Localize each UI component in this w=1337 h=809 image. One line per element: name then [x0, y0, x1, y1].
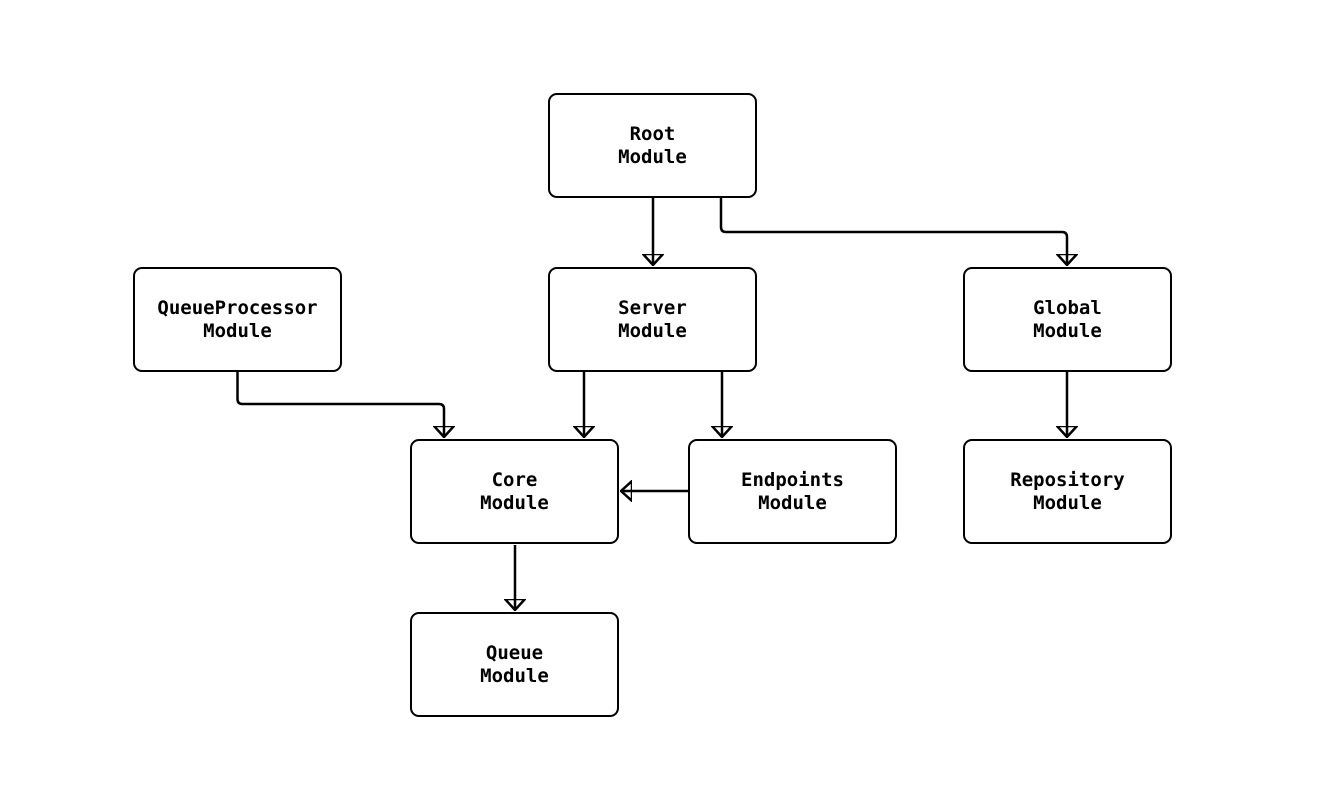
node-root-module: Root Module — [548, 93, 757, 198]
edge-queueprocessor-to-core — [236, 372, 445, 437]
node-server-module: Server Module — [548, 267, 757, 372]
node-repository-module: Repository Module — [963, 439, 1172, 544]
edge-root-to-global — [719, 198, 1067, 265]
node-queue-module: Queue Module — [410, 612, 619, 717]
node-endpoints-module: Endpoints Module — [688, 439, 897, 544]
node-queueprocessor-module: QueueProcessor Module — [133, 267, 342, 372]
node-global-module: Global Module — [963, 267, 1172, 372]
node-core-module: Core Module — [410, 439, 619, 544]
